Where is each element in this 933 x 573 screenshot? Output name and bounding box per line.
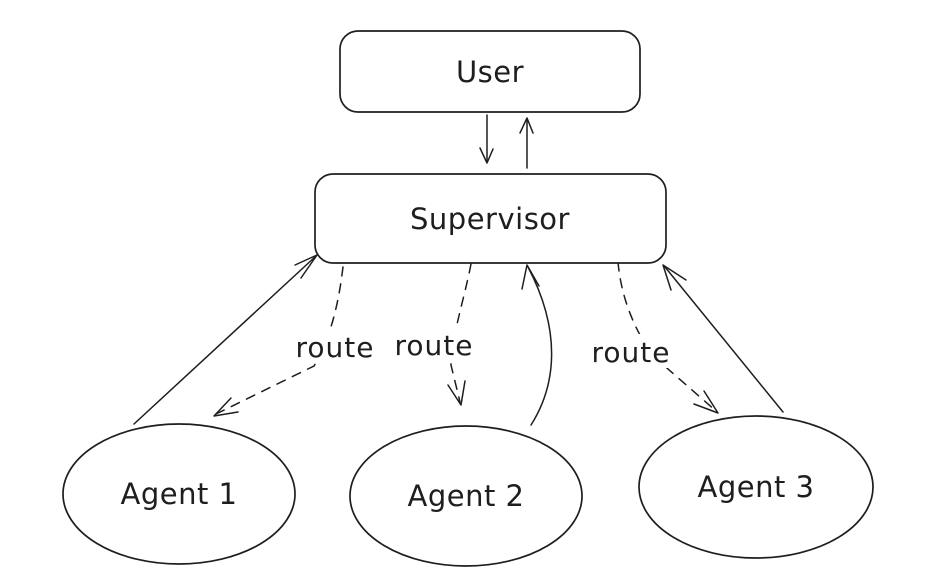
- edge-agent2-to-supervisor: [521, 264, 553, 426]
- edge-supervisor-to-agent3: [617, 261, 719, 414]
- edge-supervisor-to-agent1: [213, 266, 344, 417]
- edge-label-route-2: route: [390, 327, 478, 362]
- edge-label-route-1: route: [291, 329, 379, 364]
- svg-text:Supervisor: Supervisor: [410, 202, 570, 236]
- svg-text:route: route: [296, 331, 375, 364]
- svg-text:route: route: [395, 329, 474, 362]
- agent2-node: Agent 2: [349, 425, 583, 567]
- svg-text:Agent 2: Agent 2: [407, 479, 524, 513]
- edge-agent3-to-supervisor: [662, 264, 784, 413]
- svg-text:User: User: [456, 55, 524, 89]
- edge-supervisor-to-agent2: [447, 263, 472, 406]
- user-node: User: [339, 30, 641, 113]
- agent3-node: Agent 3: [638, 415, 874, 559]
- svg-text:Agent 3: Agent 3: [697, 470, 814, 504]
- edge-user-to-supervisor: [479, 114, 494, 164]
- edge-agent1-to-supervisor: [133, 254, 318, 425]
- agent1-node: Agent 1: [62, 423, 296, 565]
- svg-text:Agent 1: Agent 1: [120, 477, 237, 511]
- edge-supervisor-to-user: [519, 117, 534, 169]
- svg-text:route: route: [592, 336, 671, 369]
- edge-label-route-3: route: [587, 334, 675, 369]
- supervisor-node: Supervisor: [314, 173, 667, 264]
